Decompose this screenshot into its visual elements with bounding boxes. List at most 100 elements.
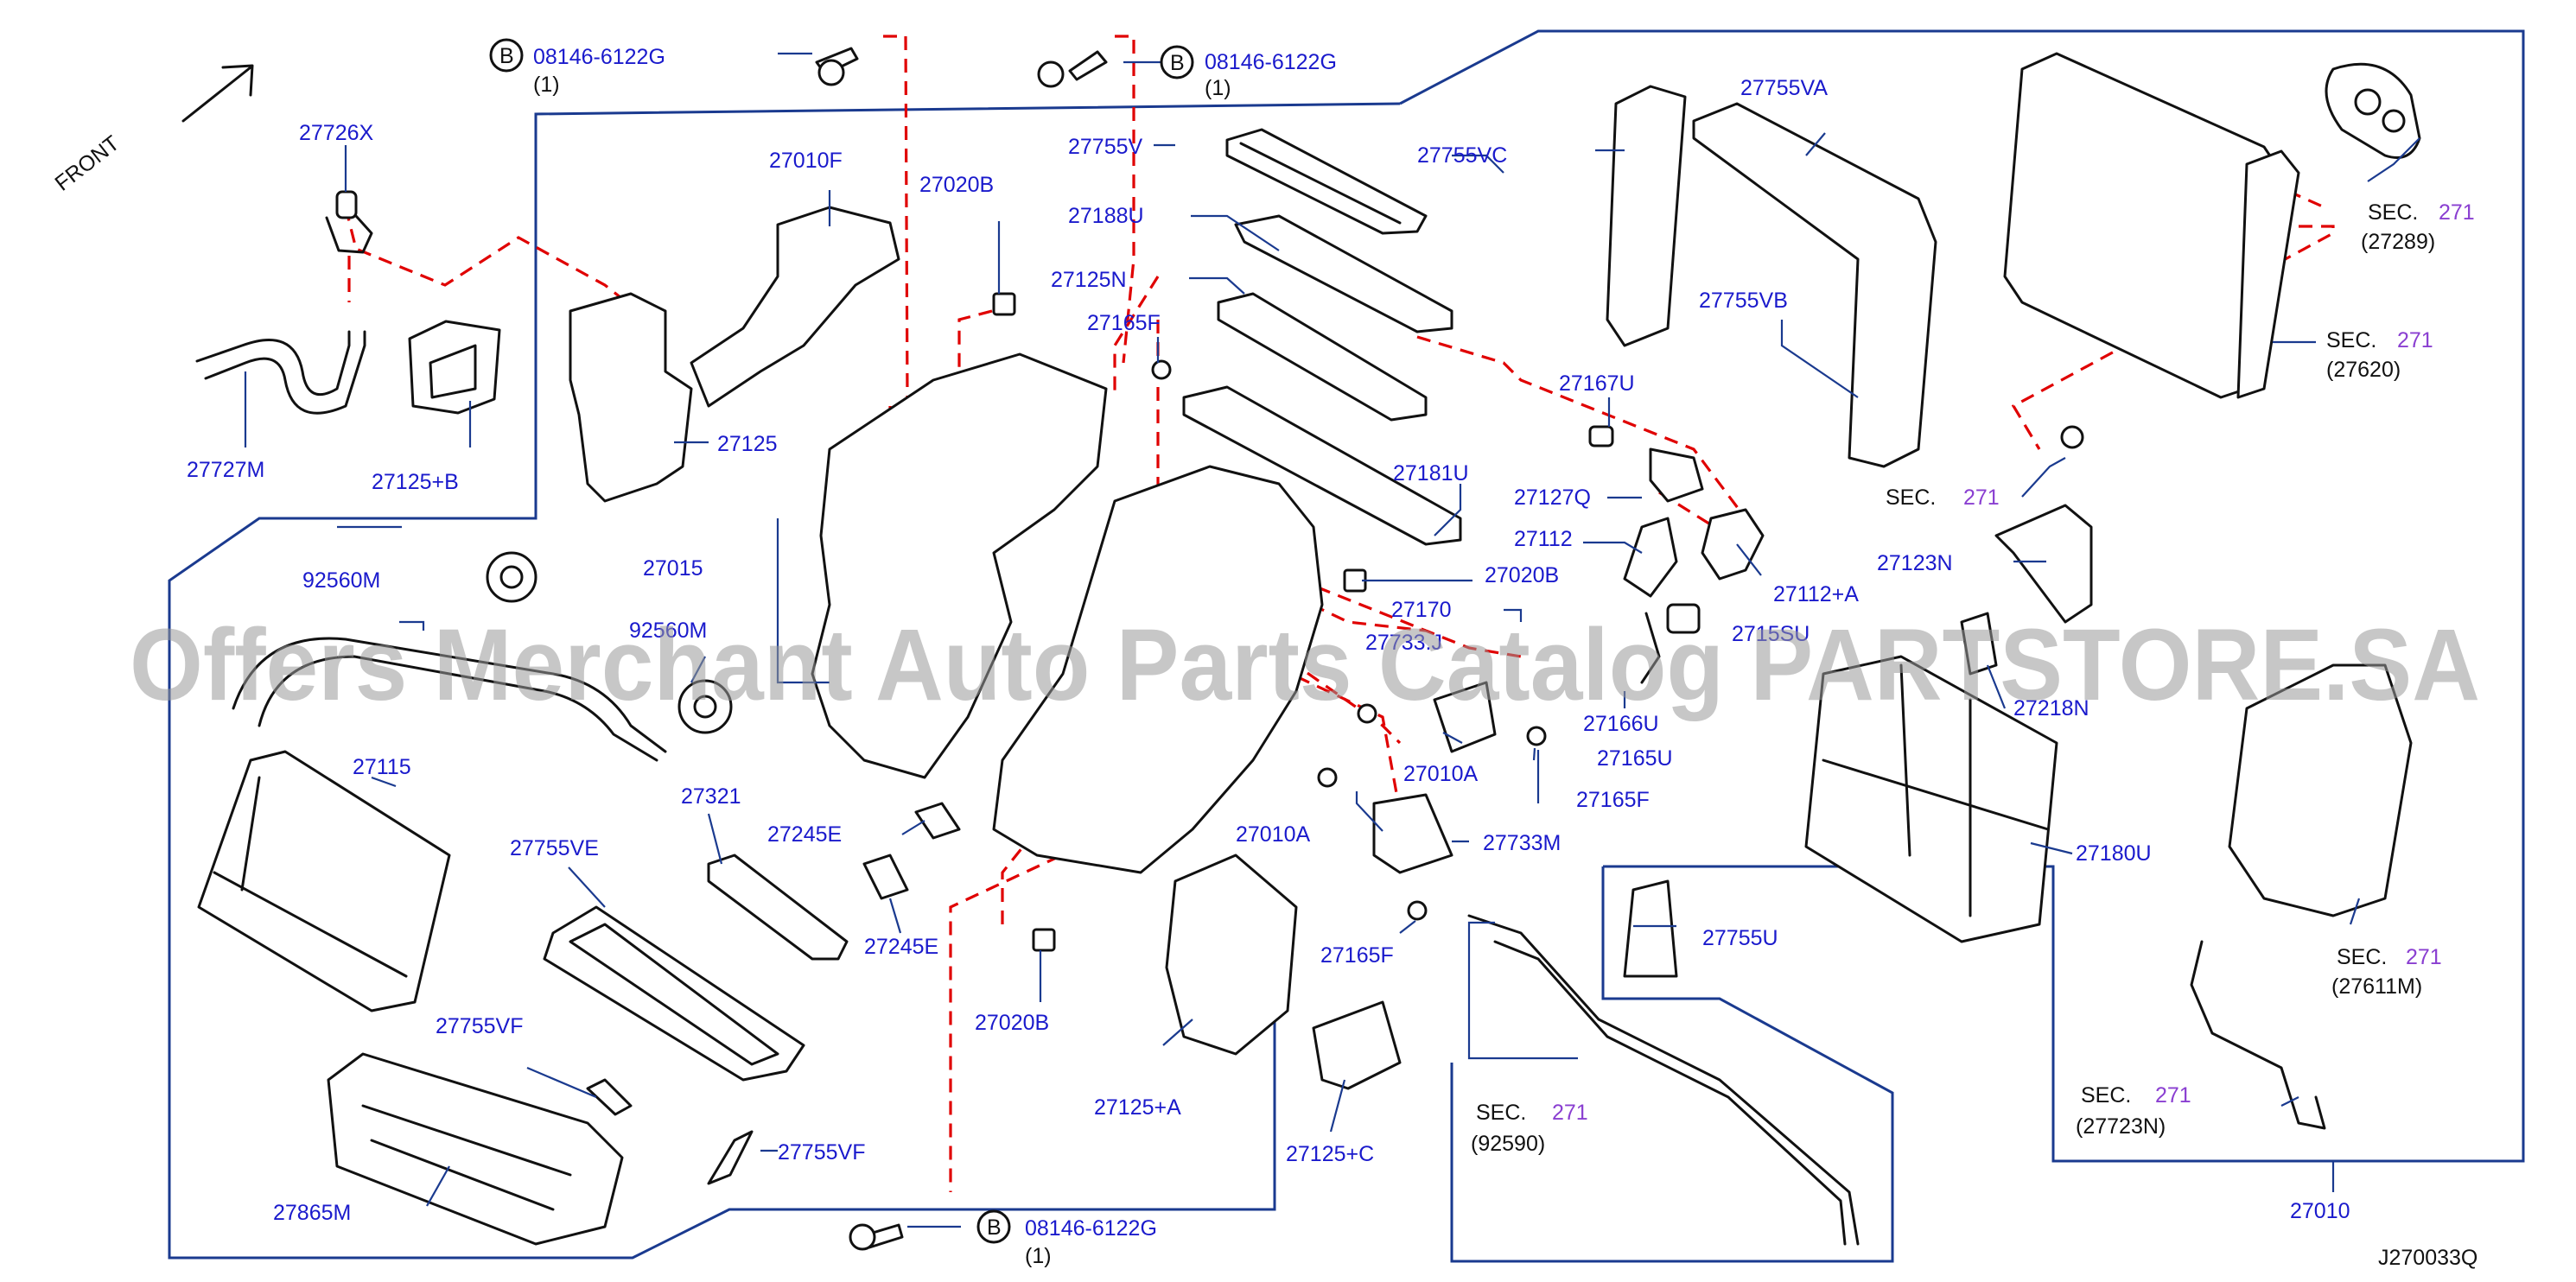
label-27755v: 27755V <box>1068 135 1143 159</box>
label-27010a-b: 27010A <box>1236 822 1311 847</box>
svg-text:08146-6122G: 08146-6122G <box>533 45 665 69</box>
assembly-boundary-hose <box>1450 866 1894 1263</box>
sec-ref-27289: SEC. 271 (27289) <box>2361 200 2475 254</box>
label-27165f-mid: 27165F <box>1576 788 1650 812</box>
part-27125c-shape <box>1312 1000 1402 1090</box>
drawing-code: J270033Q <box>2378 1246 2477 1270</box>
front-arrow-icon <box>181 64 254 123</box>
bolt-callout-top-center: B 08146-6122G (1) <box>1160 45 1337 100</box>
svg-text:SEC.: SEC. <box>2337 945 2387 969</box>
part-27115-shape <box>197 637 667 1012</box>
sec-ref-92590: SEC. 271 (92590) <box>1471 1101 1588 1156</box>
svg-text:271: 271 <box>1963 486 2000 510</box>
svg-text:SEC.: SEC. <box>2368 200 2418 225</box>
label-27020b-top: 27020B <box>919 173 994 197</box>
part-27015-shape <box>811 352 1108 779</box>
label-27180u: 27180U <box>2076 841 2152 866</box>
bolt-callout-bottom: B 08146-6122G (1) <box>976 1209 1157 1268</box>
label-27125: 27125 <box>717 432 778 456</box>
label-2715su-partial: 2715SU <box>1732 622 1810 646</box>
label-27010f: 27010F <box>769 149 843 173</box>
svg-text:SEC.: SEC. <box>1886 486 1936 510</box>
label-27755vf-a: 27755VF <box>436 1014 523 1038</box>
label-27755va: 27755VA <box>1740 76 1828 100</box>
part-27010f-shape <box>690 206 900 408</box>
part-27125-shape <box>569 292 693 503</box>
svg-text:(1): (1) <box>533 73 560 97</box>
label-27165f-bot: 27165F <box>1320 943 1394 968</box>
label-27727m: 27727M <box>187 458 264 482</box>
svg-text:B: B <box>1170 51 1185 75</box>
part-27755u-shape <box>1623 879 1678 978</box>
part-27181u-shape <box>1182 385 1462 546</box>
label-27733m: 27733M <box>1483 831 1561 855</box>
part-27125n-shape <box>1217 292 1428 422</box>
label-27755vb: 27755VB <box>1699 289 1788 313</box>
label-27165u: 27165U <box>1597 746 1673 771</box>
part-27755vc-shape <box>1606 85 1687 347</box>
svg-text:SEC.: SEC. <box>2326 328 2376 352</box>
label-27020b-mid: 27020B <box>1485 563 1559 587</box>
part-27321-shape <box>707 854 849 961</box>
svg-text:(27723N): (27723N) <box>2076 1114 2166 1139</box>
bolt-callout-top-left: B 08146-6122G (1) <box>489 38 665 97</box>
svg-text:(27620): (27620) <box>2326 358 2401 382</box>
label-27125a: 27125+A <box>1094 1095 1181 1120</box>
svg-text:(1): (1) <box>1205 76 1231 100</box>
part-27755va-shape <box>1692 102 1937 468</box>
svg-text:SEC.: SEC. <box>2081 1083 2131 1107</box>
label-27112: 27112 <box>1514 527 1573 551</box>
svg-text:08146-6122G: 08146-6122G <box>1205 50 1337 74</box>
part-actuators-shape <box>1588 425 1765 684</box>
part-27010-right-shape <box>2228 663 2413 917</box>
part-27010-center-shape <box>992 465 1324 874</box>
bolt-icons <box>815 47 2084 1251</box>
svg-text:271: 271 <box>2155 1083 2191 1107</box>
part-27245e-shape <box>862 802 961 900</box>
label-27170: 27170 <box>1391 598 1452 622</box>
label-27010: 27010 <box>2290 1199 2350 1223</box>
svg-text:271: 271 <box>2397 328 2433 352</box>
label-27755vc: 27755VC <box>1417 143 1507 168</box>
svg-text:271: 271 <box>2406 945 2442 969</box>
part-27125a-shape <box>1165 854 1298 1056</box>
part-27289-shape <box>2325 62 2421 159</box>
watermark: Offers Merchant Auto Parts Catalog PARTS… <box>130 608 2480 722</box>
label-27010a-a: 27010A <box>1403 762 1479 786</box>
label-92560m-a: 92560M <box>302 568 380 593</box>
label-92560m-b: 92560M <box>629 619 707 643</box>
assembly-boundary-left <box>168 102 1401 1260</box>
part-evaporator-side-shape <box>2236 149 2300 399</box>
svg-text:(27289): (27289) <box>2361 230 2435 254</box>
label-27020b-bot: 27020B <box>975 1011 1049 1035</box>
leader-lines <box>244 52 2420 1228</box>
label-27125b: 27125+B <box>372 470 459 494</box>
sec-ref-27611m: SEC. 271 (27611M) <box>2331 945 2442 999</box>
label-27321: 27321 <box>681 784 741 809</box>
label-27125n: 27125N <box>1051 268 1127 292</box>
label-27188u: 27188U <box>1068 204 1144 228</box>
part-27865m-shape <box>327 1052 624 1246</box>
svg-text:271: 271 <box>2439 200 2475 225</box>
label-27115: 27115 <box>353 755 411 779</box>
label-27015: 27015 <box>643 556 703 581</box>
front-label: FRONT <box>50 131 124 196</box>
svg-text:271: 271 <box>1552 1101 1588 1125</box>
label-27165f-top: 27165F <box>1087 311 1161 335</box>
part-27733m-shape <box>1372 793 1453 874</box>
label-27245e-a: 27245E <box>767 822 842 847</box>
label-27123n: 27123N <box>1877 551 1953 575</box>
part-27218n-shape <box>1960 612 1998 676</box>
label-27245e-b: 27245E <box>864 935 938 959</box>
part-92590-shape <box>1467 914 1860 1246</box>
label-27127q: 27127Q <box>1514 486 1591 510</box>
label-27865m: 27865M <box>273 1201 351 1225</box>
part-27188u-shape <box>1234 214 1453 333</box>
label-27125c: 27125+C <box>1286 1142 1374 1166</box>
part-27123n-shape <box>1994 504 2093 624</box>
part-27727m-shape <box>195 330 366 415</box>
svg-text:(1): (1) <box>1025 1244 1052 1268</box>
label-27112a: 27112+A <box>1773 582 1859 606</box>
label-27755ve: 27755VE <box>510 836 599 860</box>
